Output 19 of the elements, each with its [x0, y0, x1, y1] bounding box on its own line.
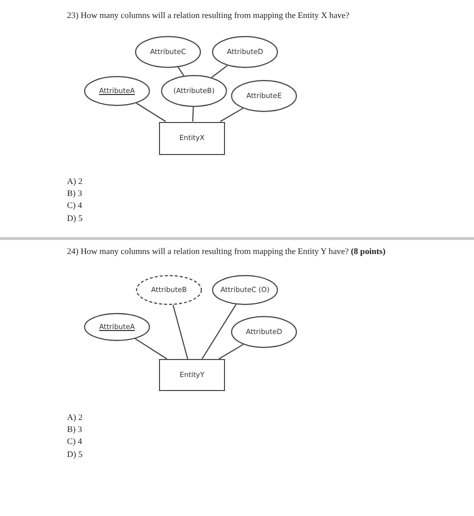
connector-line [202, 304, 236, 360]
connector-line [211, 65, 228, 78]
answer-option: B) 3 [67, 424, 82, 434]
answer-option: D) 5 [67, 449, 83, 459]
connector-line [218, 344, 244, 360]
connector-line [178, 66, 184, 76]
answer-option: C) 4 [67, 436, 82, 446]
answer-option: C) 4 [67, 200, 82, 210]
answer-option: B) 3 [67, 188, 82, 198]
connector-line [192, 106, 194, 122]
answer-option: D) 5 [67, 213, 83, 223]
connector-line [220, 108, 244, 122]
question-text: 24) How many columns will a relation resulting from mapping the Entity Y have? (8 points) [67, 246, 386, 256]
connector-line [172, 304, 188, 360]
connector-line [134, 338, 168, 360]
connector-line [136, 102, 166, 122]
answer-option: A) 2 [67, 176, 83, 186]
question-text: 23) How many columns will a relation resulting from mapping the Entity X have? [67, 10, 350, 20]
answer-option: A) 2 [67, 412, 83, 422]
